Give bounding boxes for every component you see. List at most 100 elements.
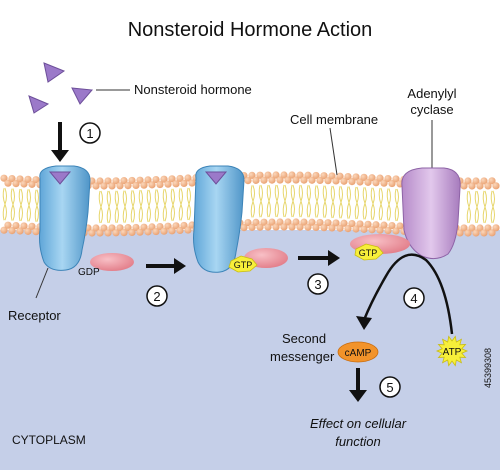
lipid-tail bbox=[322, 185, 327, 218]
lipid-head bbox=[332, 219, 340, 227]
lipid-head bbox=[124, 224, 132, 232]
lipid-head bbox=[316, 218, 324, 227]
lipid-tail bbox=[114, 190, 119, 223]
lipid-head bbox=[248, 223, 256, 231]
lipid-tail bbox=[362, 187, 367, 220]
hormone-label: Nonsteroid hormone bbox=[134, 82, 252, 97]
step-5-badge bbox=[379, 376, 401, 398]
second-messenger-label-line1: Second bbox=[282, 331, 326, 346]
lipid-head bbox=[456, 229, 464, 237]
lipid-head bbox=[344, 173, 352, 181]
lipid-head bbox=[148, 223, 156, 231]
lipid-tail bbox=[106, 190, 111, 224]
lipid-head bbox=[280, 171, 288, 179]
step-4-arrowhead bbox=[356, 316, 372, 330]
step-4-number: 4 bbox=[410, 291, 417, 306]
lipid-head bbox=[128, 228, 136, 237]
lipid-head bbox=[276, 218, 284, 226]
lipid-head bbox=[312, 223, 320, 232]
lipid-head bbox=[488, 229, 496, 237]
lipid-head bbox=[96, 229, 104, 237]
lipid-head bbox=[316, 176, 324, 185]
lipid-head bbox=[28, 180, 36, 188]
lipid-head bbox=[488, 177, 496, 185]
lipid-head bbox=[144, 228, 152, 236]
step-5-number: 5 bbox=[386, 380, 393, 395]
lipid-head bbox=[96, 177, 104, 185]
lipid-head bbox=[492, 182, 500, 190]
lipid-head bbox=[344, 225, 352, 233]
lipid-head bbox=[468, 182, 476, 190]
lipid-head bbox=[332, 177, 340, 185]
lipid-head bbox=[292, 176, 300, 184]
lipid-head bbox=[304, 171, 312, 179]
lipid-tail bbox=[306, 185, 311, 218]
lipid-head bbox=[176, 174, 184, 183]
lipid-head bbox=[348, 220, 356, 228]
lipid-head bbox=[268, 176, 276, 184]
lipid-head bbox=[172, 180, 180, 188]
lipid-head bbox=[184, 226, 192, 234]
lipid-head bbox=[140, 223, 148, 231]
lipid-head bbox=[92, 224, 100, 232]
lipid-head bbox=[492, 224, 500, 232]
lipid-tail bbox=[466, 190, 471, 224]
effect-label-line1: Effect on cellular bbox=[310, 416, 407, 431]
lipid-head bbox=[484, 182, 492, 190]
lipid-head bbox=[104, 229, 112, 237]
lipid-head bbox=[180, 179, 188, 188]
lipid-head bbox=[340, 177, 348, 185]
receptor-protein-activated bbox=[193, 165, 245, 273]
lipid-head bbox=[24, 227, 32, 235]
lipid-head bbox=[268, 218, 276, 226]
lipid-head bbox=[396, 222, 404, 230]
lipid-head bbox=[376, 226, 384, 234]
receptor-leader-line bbox=[35, 267, 49, 299]
lipid-head bbox=[368, 226, 376, 234]
lipid-tail bbox=[298, 184, 303, 218]
lipid-head bbox=[260, 176, 268, 184]
camp-label: cAMP bbox=[345, 348, 372, 359]
step-1-arrowhead bbox=[51, 150, 69, 162]
effect-label-line2: function bbox=[335, 434, 381, 449]
lipid-head bbox=[472, 177, 480, 185]
lipid-head bbox=[292, 218, 300, 226]
atp-molecule bbox=[435, 335, 469, 367]
lipid-tail bbox=[26, 189, 31, 222]
lipid-head bbox=[360, 225, 368, 233]
lipid-tail bbox=[290, 184, 295, 218]
lipid-head bbox=[160, 175, 168, 183]
lipid-head bbox=[128, 176, 136, 185]
gtp-molecule bbox=[354, 243, 384, 261]
lipid-head bbox=[120, 229, 128, 237]
lipid-head bbox=[160, 227, 168, 235]
lipid-head bbox=[260, 218, 268, 226]
cytoplasm-label: CYTOPLASM bbox=[12, 433, 86, 447]
lipid-head bbox=[308, 176, 316, 184]
lipid-head bbox=[356, 220, 364, 228]
gtp-molecule bbox=[228, 255, 258, 273]
lipid-head bbox=[272, 171, 280, 179]
lipid-tail bbox=[274, 184, 279, 218]
lipid-head bbox=[476, 182, 484, 190]
lipid-head bbox=[288, 171, 296, 179]
hormone-molecule bbox=[43, 62, 66, 83]
hormone-molecule bbox=[71, 87, 94, 105]
lipid-tail bbox=[138, 189, 143, 223]
lipid-head bbox=[0, 174, 8, 182]
adenylyl-label-line2: cyclase bbox=[410, 102, 453, 117]
lipid-head bbox=[384, 174, 392, 183]
lipid-head bbox=[112, 177, 120, 185]
g-protein-inactive bbox=[90, 253, 134, 271]
lipid-head bbox=[384, 226, 392, 235]
diagram-title: Nonsteroid Hormone Action bbox=[128, 19, 373, 41]
lipid-head bbox=[480, 229, 488, 237]
lipid-head bbox=[20, 222, 28, 230]
lipid-head bbox=[176, 226, 184, 235]
lipid-head bbox=[480, 177, 488, 185]
membrane-leader-line bbox=[329, 127, 338, 176]
lipid-head bbox=[0, 226, 8, 234]
step-2-arrowhead bbox=[174, 258, 186, 274]
lipid-head bbox=[252, 176, 260, 184]
lipid-head bbox=[104, 177, 112, 185]
